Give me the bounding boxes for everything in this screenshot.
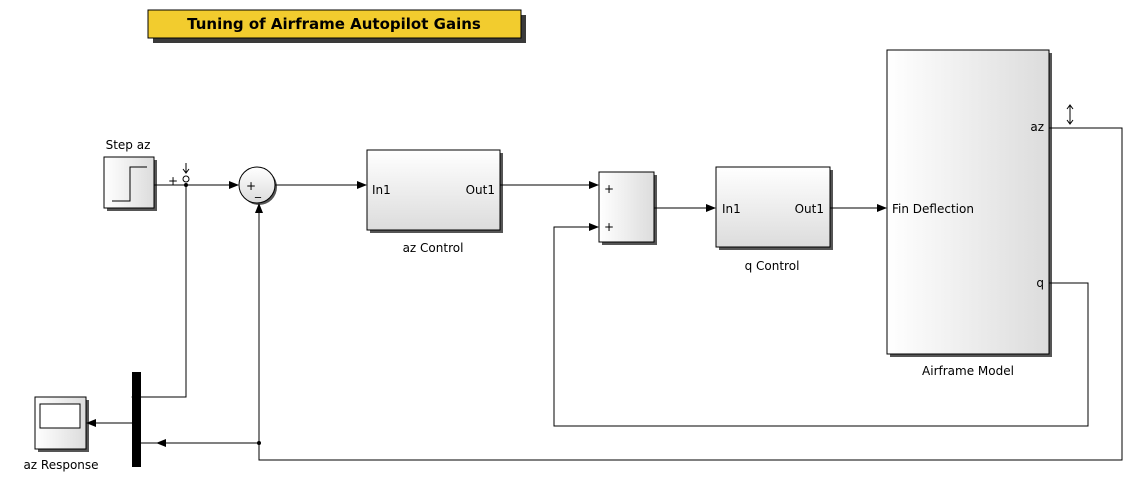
sum1-plus: + [246, 179, 256, 193]
sum1-minus: _ [254, 184, 262, 198]
q-control-block[interactable]: In1 Out1 q Control [715, 166, 833, 273]
airframe-az-port: az [1030, 120, 1044, 134]
airframe-in-port: Fin Deflection [892, 202, 974, 216]
wire-ref-to-mux [131, 185, 187, 401]
sum2-block[interactable]: + + [598, 171, 657, 245]
q-control-out-port: Out1 [795, 202, 824, 216]
input-marker: + [168, 163, 190, 188]
step-block[interactable]: Step az [103, 138, 157, 211]
sum2-plus-2: + [604, 220, 614, 234]
scope-block[interactable]: az Response [23, 396, 99, 472]
q-control-label: q Control [745, 259, 800, 273]
az-control-block[interactable]: In1 Out1 az Control [366, 149, 503, 255]
az-control-out-port: Out1 [466, 183, 495, 197]
sum2-plus-1: + [604, 182, 614, 196]
wire-q-feedback [553, 223, 1089, 427]
wire-az-feedback [255, 127, 1123, 461]
input-plus-sign: + [168, 174, 178, 188]
airframe-q-port: q [1036, 276, 1044, 290]
az-control-label: az Control [403, 241, 464, 255]
az-control-in-port: In1 [372, 183, 391, 197]
sum1-block[interactable]: + _ [238, 166, 277, 205]
airframe-label: Airframe Model [922, 364, 1014, 378]
q-control-in-port: In1 [722, 202, 741, 216]
mux-block[interactable] [132, 372, 141, 467]
diagram-title: Tuning of Airframe Autopilot Gains [187, 15, 481, 33]
step-icon [112, 166, 147, 202]
scope-label: az Response [23, 458, 98, 472]
scope-screen-icon [39, 403, 81, 429]
step-label: Step az [106, 138, 151, 152]
title-annotation[interactable]: Tuning of Airframe Autopilot Gains [147, 9, 526, 43]
az-output-marker [1066, 104, 1074, 125]
airframe-model-block[interactable]: Fin Deflection az q Airframe Model [886, 49, 1052, 378]
signal-lines [86, 127, 1123, 461]
